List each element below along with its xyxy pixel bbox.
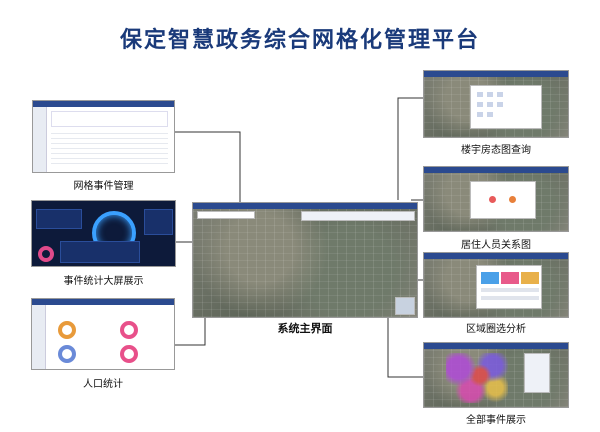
diagram-title: 保定智慧政务综合网格化管理平台: [119, 28, 480, 53]
dashboard-panel-right: [144, 209, 173, 235]
header-bar: [424, 253, 568, 259]
screenshot-building: [423, 70, 569, 138]
ring-chart: [58, 321, 76, 339]
caption-population: 人口统计: [83, 379, 123, 390]
header-bar: [424, 71, 568, 77]
screenshot-all-events: [423, 342, 569, 408]
screenshot-population: [31, 298, 175, 370]
event-heatmap: [446, 353, 508, 403]
ring-chart: [58, 345, 76, 363]
screenshot-residents: [423, 166, 569, 232]
connector-building: [397, 97, 423, 200]
caption-region: 区域圈选分析: [466, 324, 526, 335]
side-menu: [33, 107, 47, 172]
screenshot-main-interface: [192, 202, 418, 318]
connector-population: [175, 318, 206, 346]
dashboard-donut: [38, 246, 54, 262]
header-bar: [33, 101, 174, 107]
screenshot-grid-events: [32, 100, 175, 173]
caption-all-events: 全部事件展示: [466, 415, 526, 426]
search-box: [197, 211, 255, 219]
caption-residents: 居住人员关系图: [461, 240, 531, 251]
relation-dialog: [470, 181, 536, 219]
caption-grid-events: 网格事件管理: [73, 181, 134, 192]
caption-dashboard: 事件统计大屏展示: [63, 276, 144, 287]
event-list-panel: [524, 353, 550, 393]
connector-all-events: [387, 318, 423, 378]
main-toolbar: [301, 211, 415, 221]
ring-chart: [120, 345, 138, 363]
header-bar: [32, 299, 174, 305]
dashboard-bars: [60, 241, 140, 263]
event-table: [51, 129, 168, 168]
caption-building: 楼宇房态图查询: [461, 145, 531, 156]
header-bar: [424, 343, 568, 349]
region-dialog: [476, 265, 542, 309]
header-bar: [193, 203, 417, 209]
screenshot-region: [423, 252, 569, 318]
filter-form: [51, 111, 168, 127]
minimap: [395, 297, 415, 315]
dashboard-panel-left: [36, 209, 82, 229]
connector-grid-events: [175, 131, 241, 210]
side-menu: [32, 305, 46, 369]
screenshot-dashboard: [31, 200, 176, 267]
caption-main-interface: 系统主界面: [277, 322, 333, 335]
building-dialog: [470, 85, 542, 129]
ring-chart: [120, 321, 138, 339]
header-bar: [424, 167, 568, 173]
